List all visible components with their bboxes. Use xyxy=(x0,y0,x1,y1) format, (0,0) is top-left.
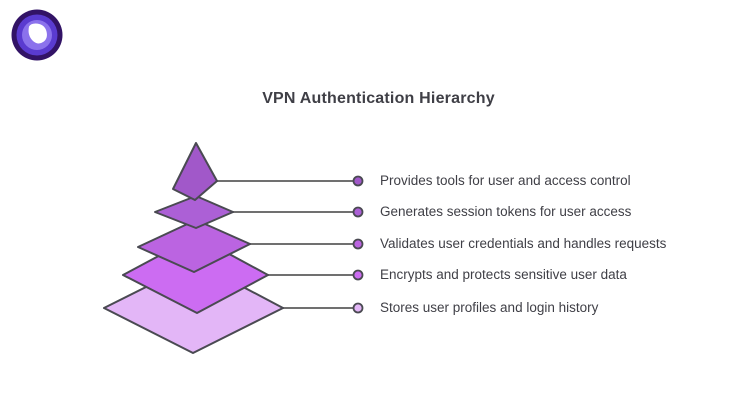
pyramid-level-1 xyxy=(172,142,218,201)
connector-lines xyxy=(216,180,353,309)
level-marker-dot-4 xyxy=(352,269,364,281)
level-label-4: Encrypts and protects sensitive user dat… xyxy=(380,267,627,282)
logo-core-shape-icon xyxy=(28,23,47,44)
pyramid-level-2 xyxy=(154,195,234,229)
level-marker-dot-3 xyxy=(352,238,364,250)
level-marker-dot-2 xyxy=(352,206,364,218)
level-marker-dot-5 xyxy=(352,302,364,314)
level-label-3: Validates user credentials and handles r… xyxy=(380,236,667,251)
vpn-brand-logo xyxy=(11,9,63,61)
level-label-5: Stores user profiles and login history xyxy=(380,300,599,315)
level-markers xyxy=(352,175,364,314)
page-title: VPN Authentication Hierarchy xyxy=(262,90,495,107)
pyramid-level-4 xyxy=(122,235,269,314)
level-label-1: Provides tools for user and access contr… xyxy=(380,173,631,188)
pyramid-layers xyxy=(103,142,284,354)
level-marker-dot-1 xyxy=(352,175,364,187)
level-label-2: Generates session tokens for user access xyxy=(380,204,632,219)
pyramid-level-3 xyxy=(137,219,251,273)
